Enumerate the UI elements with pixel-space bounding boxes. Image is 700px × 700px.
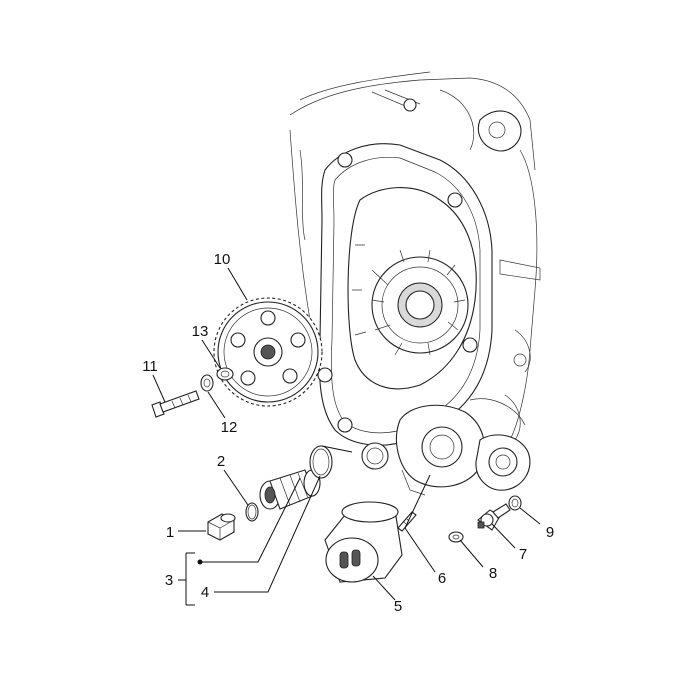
callout-11: 11 (142, 358, 158, 375)
leader-7 (491, 523, 516, 549)
leader-lines (152, 267, 541, 606)
leader-6b (404, 474, 431, 529)
leader-5 (372, 575, 396, 601)
leader-3-bracket (178, 552, 195, 606)
bolt (151, 390, 200, 418)
oil-filter-mesh (259, 469, 321, 510)
leader-11 (152, 374, 166, 403)
clip (448, 531, 464, 543)
filter-stud (397, 511, 417, 532)
leader-6 (404, 527, 436, 573)
callout-3: 3 (165, 572, 173, 589)
seal-washer (508, 495, 522, 511)
pressure-sensor (477, 503, 511, 531)
leader-9 (519, 507, 541, 525)
sprocket-gear (213, 297, 323, 407)
callout-8: 8 (489, 565, 497, 582)
callout-4: 4 (201, 584, 209, 601)
leader-10 (227, 267, 248, 301)
leader-3 (200, 477, 301, 563)
oil-filter-cartridge (324, 501, 403, 583)
callout-6: 6 (438, 570, 446, 587)
callout-10: 10 (214, 251, 231, 268)
callout-numbers: 1 2 3 4 5 6 7 8 9 10 11 12 13 (142, 251, 554, 615)
drain-plug (207, 513, 236, 541)
callout-5: 5 (394, 598, 402, 615)
leader-4 (214, 475, 321, 593)
callout-1: 1 (166, 524, 174, 541)
o-ring-large (309, 445, 333, 479)
leader-3-dot (197, 559, 203, 565)
leader-12 (207, 391, 226, 419)
callout-7: 7 (519, 546, 527, 563)
callout-9: 9 (546, 524, 554, 541)
o-ring-small (245, 502, 259, 522)
callout-13: 13 (192, 323, 209, 340)
leader-8 (459, 539, 484, 568)
washer (200, 374, 214, 392)
leader-13 (201, 339, 221, 369)
leader-2 (223, 469, 249, 506)
callout-2: 2 (217, 453, 225, 470)
callout-12: 12 (221, 419, 238, 436)
crankcase-assembly (289, 71, 541, 496)
nut (216, 367, 234, 381)
leader-gasket (321, 445, 353, 453)
